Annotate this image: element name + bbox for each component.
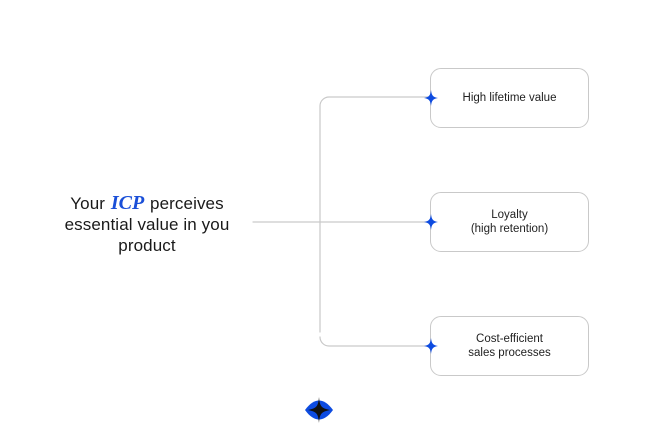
node-label: High lifetime value [462, 92, 557, 104]
node-cost-efficient-sales[interactable]: Cost-efficient sales processes [430, 316, 589, 376]
node-loyalty[interactable]: Loyalty (high retention) [430, 192, 589, 252]
root-text-after: perceives essential value in you product [64, 194, 230, 255]
root-text-before: Your [70, 194, 110, 213]
node-high-lifetime-value[interactable]: High lifetime value [430, 68, 589, 128]
node-label: Cost-efficient sales processes [468, 333, 551, 359]
root-statement: Your ICP perceives essential value in yo… [42, 193, 252, 256]
diamond-eye-logo [305, 397, 333, 423]
node-label: Loyalty (high retention) [470, 209, 549, 235]
root-highlight-icp: ICP [110, 192, 145, 214]
connector-branch-0 [319, 96, 431, 107]
connector-branch-2 [319, 336, 431, 347]
logo-star-shape [308, 397, 330, 423]
